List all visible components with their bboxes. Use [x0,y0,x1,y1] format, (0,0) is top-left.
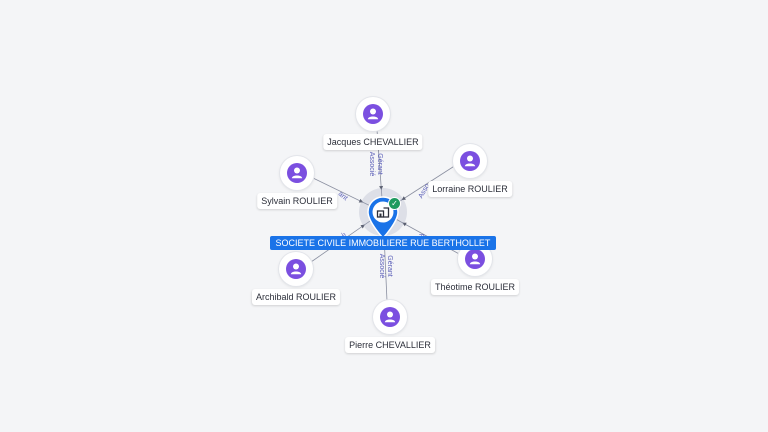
person-icon [367,108,379,120]
person-avatar[interactable] [453,144,487,178]
person-icon [290,263,302,275]
edge-arrow-sylvain [358,198,364,203]
relation-role-label: GérantAssocié [368,152,383,177]
company-name[interactable]: SOCIETE CIVILE IMMOBILIERE RUE BERTHOLLE… [270,236,496,250]
person-avatar[interactable] [373,300,407,334]
check-icon: ✓ [388,197,401,210]
person-avatar[interactable] [279,252,313,286]
person-name: Jacques CHEVALLIER [323,134,423,150]
person-avatar[interactable] [280,156,314,190]
edge-arrow-jacques [379,185,384,191]
person-name: Archibald ROULIER [251,289,341,305]
person-avatar[interactable] [356,97,390,131]
relation-role-label: GérantAssocié [378,254,393,279]
person-name: Pierre CHEVALLIER [345,337,435,353]
building-icon [376,207,390,218]
person-name: Théotime ROULIER [430,279,520,295]
person-icon [384,311,396,323]
relation-role-label: ant [337,191,349,203]
edge-arrow-archibald [360,224,365,229]
edge-arrow-theotime [402,222,407,227]
person-icon [469,253,481,265]
person-icon [291,167,303,179]
person-name: Sylvain ROULIER [257,193,337,209]
relation-role-label: é [340,232,348,239]
person-name: Lorraine ROULIER [428,181,512,197]
person-icon [464,155,476,167]
edge-arrow-lorraine [401,196,406,201]
